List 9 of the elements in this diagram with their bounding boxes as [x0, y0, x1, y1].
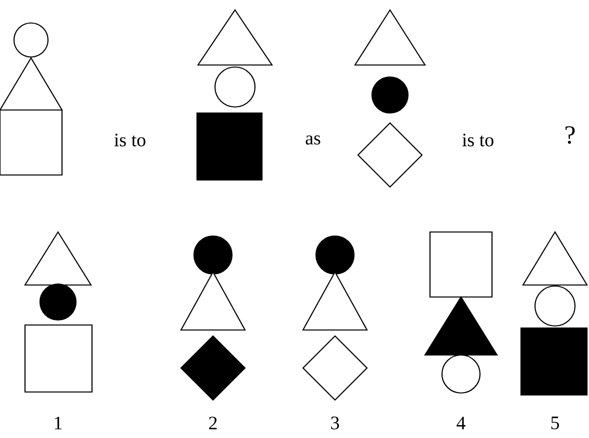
answer-number: 2 — [209, 416, 217, 430]
relation-word: as — [306, 135, 320, 145]
answer-number: 4 — [456, 416, 466, 430]
relation-word: is to — [114, 134, 146, 146]
answer-number: 1 — [54, 416, 62, 430]
answer-number: 5 — [551, 416, 559, 430]
question-mark: ? — [566, 126, 575, 144]
relation-word: is to — [462, 134, 494, 146]
answer-number: 3 — [331, 416, 339, 430]
